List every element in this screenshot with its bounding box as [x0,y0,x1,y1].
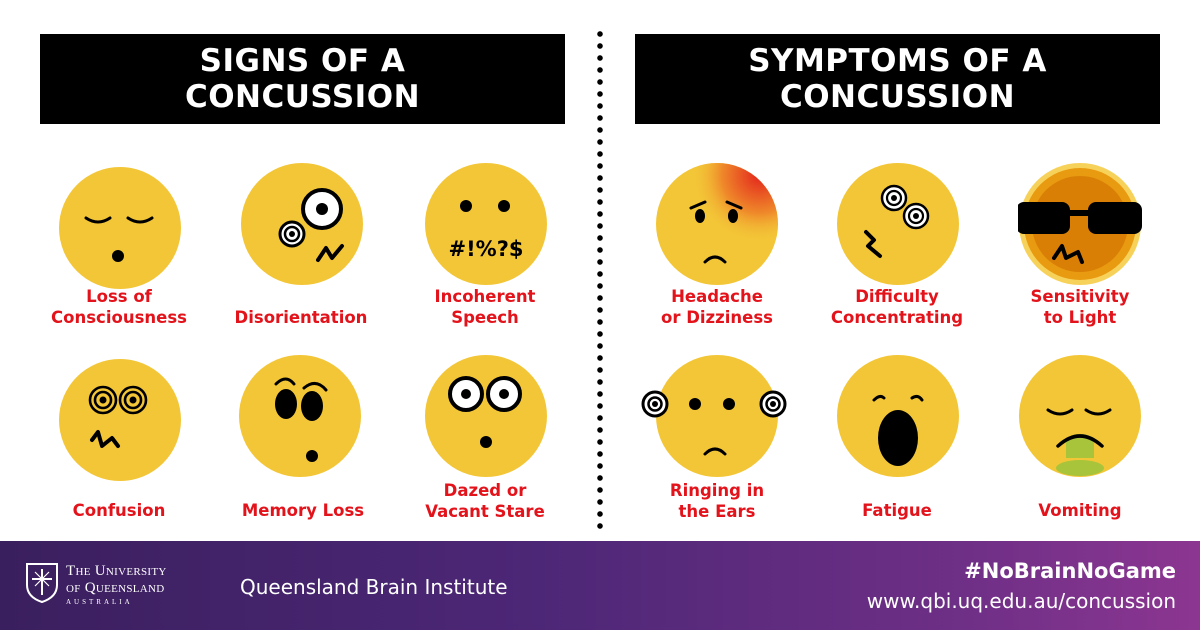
website-link[interactable]: www.qbi.uq.edu.au/concussion [866,589,1176,613]
sunglasses-face-icon [1018,162,1142,286]
dizzy-eyes-face-icon [836,162,960,286]
footer: The University of Queensland AUSTRALIA Q… [0,541,1200,630]
disoriented-face-icon [240,162,364,286]
headache-face-icon [655,162,779,286]
signs-title-line2: CONCUSSION [184,79,421,115]
symptoms-header: SYMPTOMS OF A CONCUSSION [635,34,1160,124]
vomiting-face-icon [1018,354,1142,478]
signs-title-line1: SIGNS OF A [199,43,406,79]
forgetful-face-icon [238,354,362,478]
label-confusion: Confusion [72,501,166,520]
confused-face-icon [58,358,182,482]
uq-logo-text[interactable]: The University of Queensland AUSTRALIA [66,563,167,606]
hashtag[interactable]: #NoBrainNoGame [964,559,1176,583]
cursing-symbols: #!%?$ [448,237,523,261]
label-disorientation: Disorientation [234,308,368,327]
label-vomiting: Vomiting [1038,501,1122,520]
yawning-face-icon [836,354,960,478]
institute-name: Queensland Brain Institute [240,575,508,599]
symptoms-title-line2: CONCUSSION [779,79,1016,115]
sleeping-face-icon [58,166,182,290]
dotted-divider [597,28,603,532]
symptoms-title-line1: SYMPTOMS OF A [748,43,1047,79]
ringing-ears-face-icon [641,354,787,478]
label-memory-loss: Memory Loss [241,501,365,520]
uq-crest-icon [26,563,58,604]
cursing-face-icon: #!%?$ [424,162,548,286]
signs-header: SIGNS OF A CONCUSSION [40,34,565,124]
dazed-face-icon [424,354,548,478]
label-fatigue: Fatigue [862,501,932,520]
